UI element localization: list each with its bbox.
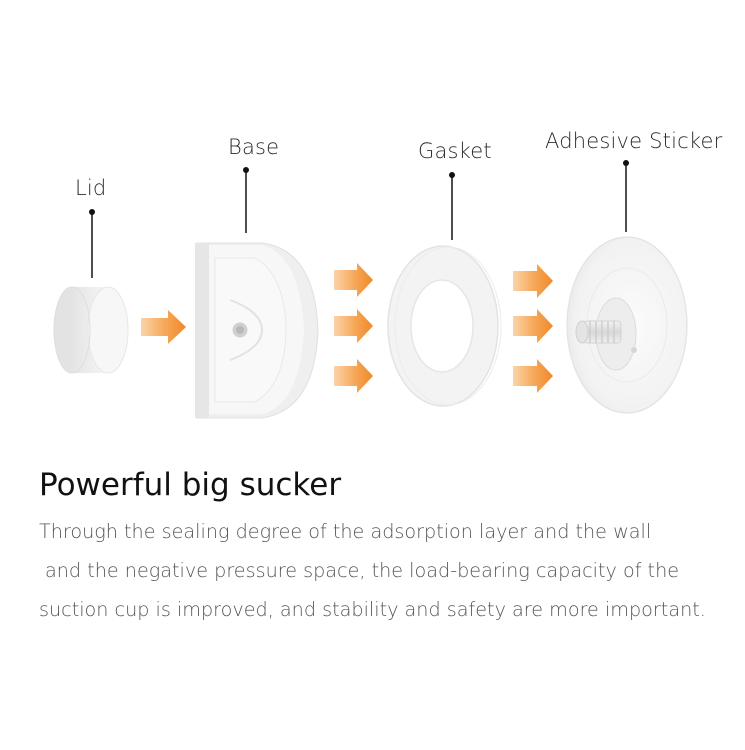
headline: Powerful big sucker: [39, 467, 342, 503]
flow-arrows: [141, 263, 553, 393]
arrow-base-to-gasket-2: [334, 309, 373, 343]
description-line: suction cup is improved, and stability a…: [39, 598, 706, 621]
arrow-gasket-to-sticker-2: [513, 309, 553, 343]
arrow-base-to-gasket-1: [334, 263, 373, 297]
description: Through the sealing degree of the adsorp…: [39, 512, 729, 629]
gasket-part: [387, 245, 502, 407]
base-label: Base: [228, 135, 280, 159]
description-line: and the negative pressure space, the loa…: [45, 559, 680, 582]
base-part: [195, 242, 319, 419]
arrow-gasket-to-sticker-1: [513, 264, 553, 298]
arrow-lid-to-base: [141, 310, 186, 344]
adhesive-sticker-part: [566, 236, 688, 414]
gasket-label: Gasket: [418, 139, 492, 163]
adhesive-sticker-label: Adhesive Sticker: [545, 129, 723, 153]
lid-label: Lid: [75, 176, 107, 200]
leader-lines: [89, 160, 629, 278]
description-line: Through the sealing degree of the adsorp…: [39, 520, 652, 543]
arrow-base-to-gasket-3: [334, 359, 373, 393]
arrow-gasket-to-sticker-3: [513, 359, 553, 393]
lid-part: [53, 286, 129, 374]
